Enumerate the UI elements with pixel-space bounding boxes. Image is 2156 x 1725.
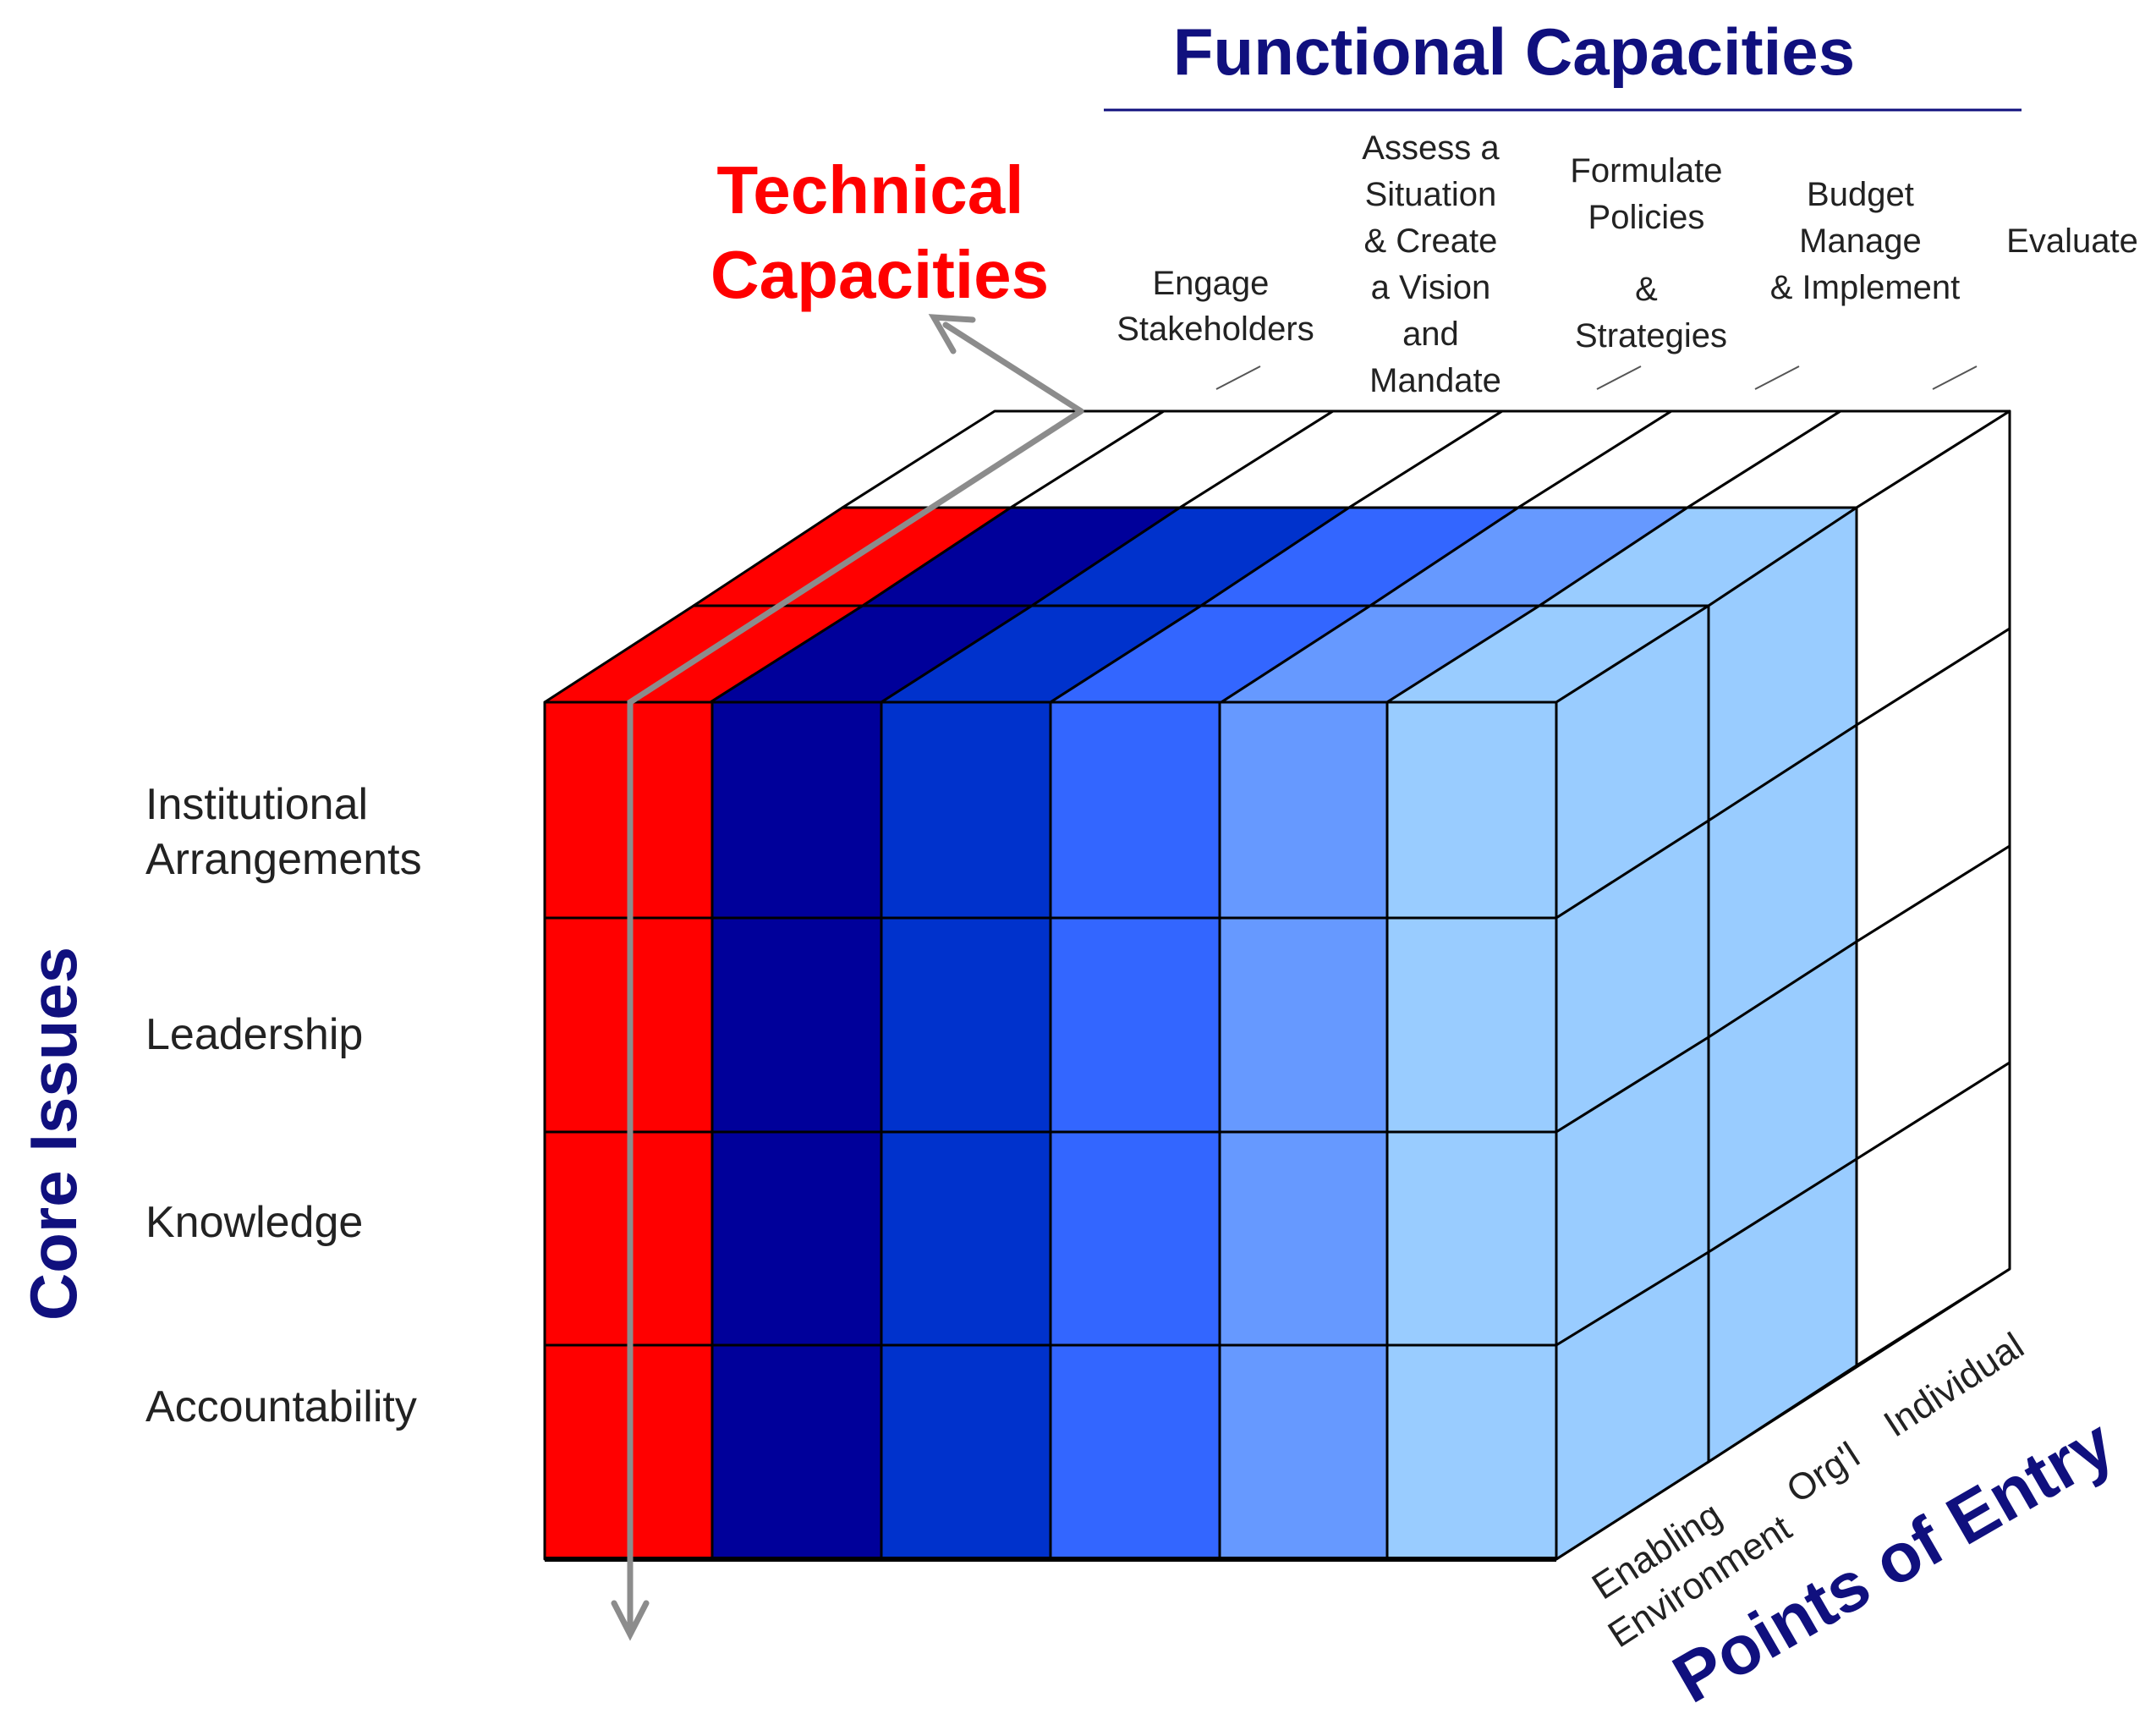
cube-front-face bbox=[543, 700, 1558, 1561]
column-tick-marks bbox=[1215, 365, 1978, 390]
cube-top-layer-back bbox=[841, 409, 2011, 509]
entry-label-individual: Individual bbox=[1877, 1325, 2032, 1445]
technical-capacities-title: Technical Capacities bbox=[710, 152, 1049, 312]
front-row-accountability bbox=[543, 1343, 1558, 1561]
row-label-knowledge: Knowledge bbox=[145, 1198, 363, 1247]
column-label-budget: Budget Manage & Implement bbox=[1770, 176, 1961, 306]
capacity-cube bbox=[543, 409, 2011, 1562]
row-label-leadership: Leadership bbox=[145, 1010, 363, 1059]
cube-top-layer-front bbox=[543, 604, 1710, 704]
row-label-institutional: Institutional Arrangements bbox=[145, 780, 422, 884]
entry-label-org: Org'l bbox=[1780, 1434, 1867, 1511]
column-label-formulate: Formulate Policies & Strategies bbox=[1570, 152, 1731, 354]
technical-line-1: Technical bbox=[716, 152, 1023, 228]
cube-side-layer-back bbox=[1855, 409, 2011, 1367]
column-label-evaluate: Evaluate bbox=[2006, 222, 2138, 260]
column-label-engage: Engage Stakeholders bbox=[1116, 265, 1314, 348]
technical-line-2: Capacities bbox=[710, 237, 1049, 312]
cube-side-layer-middle bbox=[1707, 506, 1858, 1464]
front-row-leadership bbox=[543, 916, 1558, 1134]
core-issues-title: Core Issues bbox=[16, 947, 91, 1321]
technical-arrow bbox=[611, 314, 1084, 1641]
cube-side-layer-front bbox=[1555, 604, 1710, 1561]
front-row-knowledge bbox=[543, 1130, 1558, 1347]
cube-side-base-line bbox=[1555, 1267, 2011, 1561]
functional-capacities-title: Functional Capacities bbox=[1173, 14, 1855, 89]
row-label-accountability: Accountability bbox=[145, 1382, 417, 1431]
cube-top-layer-middle bbox=[692, 506, 1858, 607]
column-label-assess: Assess a Situation & Create a Vision and… bbox=[1362, 129, 1508, 399]
front-row-institutional bbox=[543, 700, 1558, 920]
